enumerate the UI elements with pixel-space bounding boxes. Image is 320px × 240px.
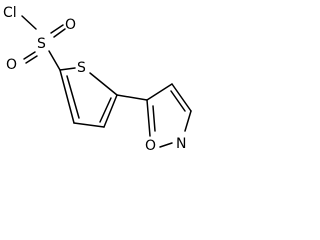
bond-iso-c5-c4	[146, 83, 173, 101]
bond-s-o-top-double	[53, 28, 66, 38]
bond-c5-isoxazole	[116, 94, 148, 101]
bond-iso-o-c5-inner	[152, 105, 156, 132]
atom-labels: Cl S O O S O N	[3, 5, 186, 154]
bond-c5-c4	[103, 94, 118, 128]
bond-s-c2	[48, 50, 61, 71]
bonds	[21, 15, 192, 148]
atom-isoxazole-nitrogen: N	[176, 136, 186, 152]
atom-isoxazole-oxygen: O	[145, 138, 156, 154]
atom-sulfonyl-sulfur: S	[37, 36, 46, 52]
atom-chlorine: Cl	[3, 5, 17, 21]
bond-c3-c2	[59, 69, 75, 124]
atom-sulfonyl-oxygen-bottom: O	[6, 57, 17, 73]
bond-s-o-top	[50, 24, 64, 34]
bond-c3-c2-inner	[66, 75, 80, 119]
bond-s-o-bottom-double	[25, 55, 38, 64]
bond-iso-c3-n	[184, 110, 192, 132]
bond-c5-c4-inner	[99, 97, 112, 123]
bond-iso-n-o	[159, 142, 173, 148]
chemical-structure: Cl S O O S O N	[3, 5, 192, 154]
bond-cl-s	[21, 15, 37, 30]
bond-s-o-bottom	[23, 51, 36, 60]
bond-c4-c3	[73, 122, 105, 128]
bond-iso-c4-c3	[171, 83, 192, 112]
bond-c2-s1	[59, 67, 76, 71]
bond-iso-c4-c3-inner	[170, 90, 186, 112]
atom-sulfonyl-oxygen-top: O	[65, 17, 76, 33]
bond-s1-c5	[89, 72, 118, 96]
atom-thiophene-sulfur: S	[77, 60, 86, 76]
bond-iso-o-c5	[146, 99, 151, 137]
